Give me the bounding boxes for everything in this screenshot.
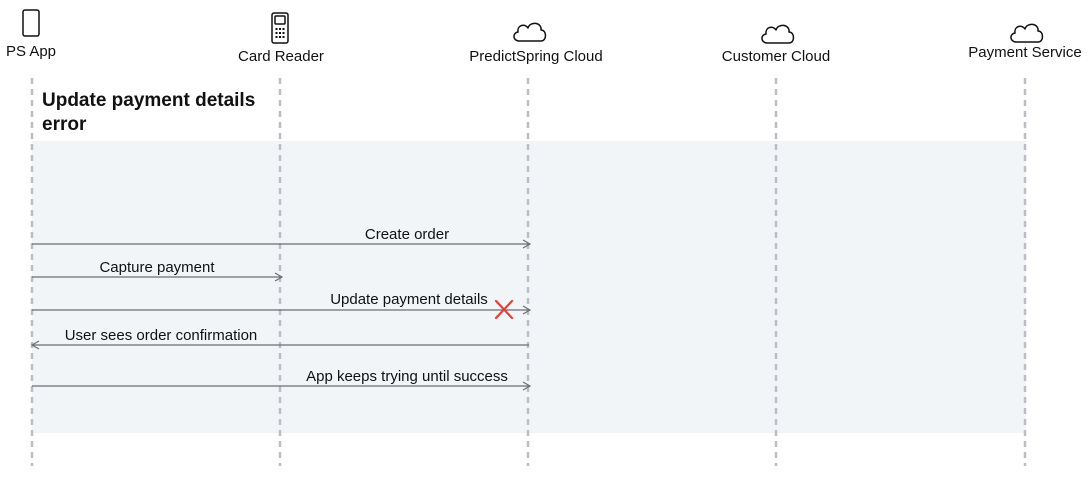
actor-label-payment-service: Payment Service (968, 44, 1081, 61)
message-label: Capture payment (99, 259, 215, 276)
group-title-line-2: error (42, 114, 87, 135)
message-user-sees-order-confirmation: User sees order confirmation (30, 327, 529, 350)
actor-label-ps-app: PS App (6, 43, 56, 60)
group-title-line-1: Update payment details (42, 90, 255, 111)
message-app-keeps-trying: App keeps trying until success (32, 368, 532, 391)
error-x-icon (494, 299, 514, 320)
message-label: Create order (365, 226, 449, 243)
actor-label-predictspring-cloud: PredictSpring Cloud (469, 48, 602, 65)
actor-label-card-reader: Card Reader (238, 48, 324, 65)
message-update-payment-details: Update payment details (32, 291, 532, 320)
message-create-order: Create order (32, 226, 532, 249)
cloud-icon (761, 24, 795, 44)
cloud-icon (1010, 23, 1044, 43)
message-capture-payment: Capture payment (32, 259, 284, 282)
message-label: App keeps trying until success (306, 368, 508, 385)
actor-label-customer-cloud: Customer Cloud (722, 48, 830, 65)
mobile-phone-icon (22, 9, 40, 37)
card-reader-icon (271, 12, 289, 44)
message-label: User sees order confirmation (65, 327, 258, 344)
message-label: Update payment details (330, 291, 488, 308)
cloud-icon (513, 22, 547, 42)
